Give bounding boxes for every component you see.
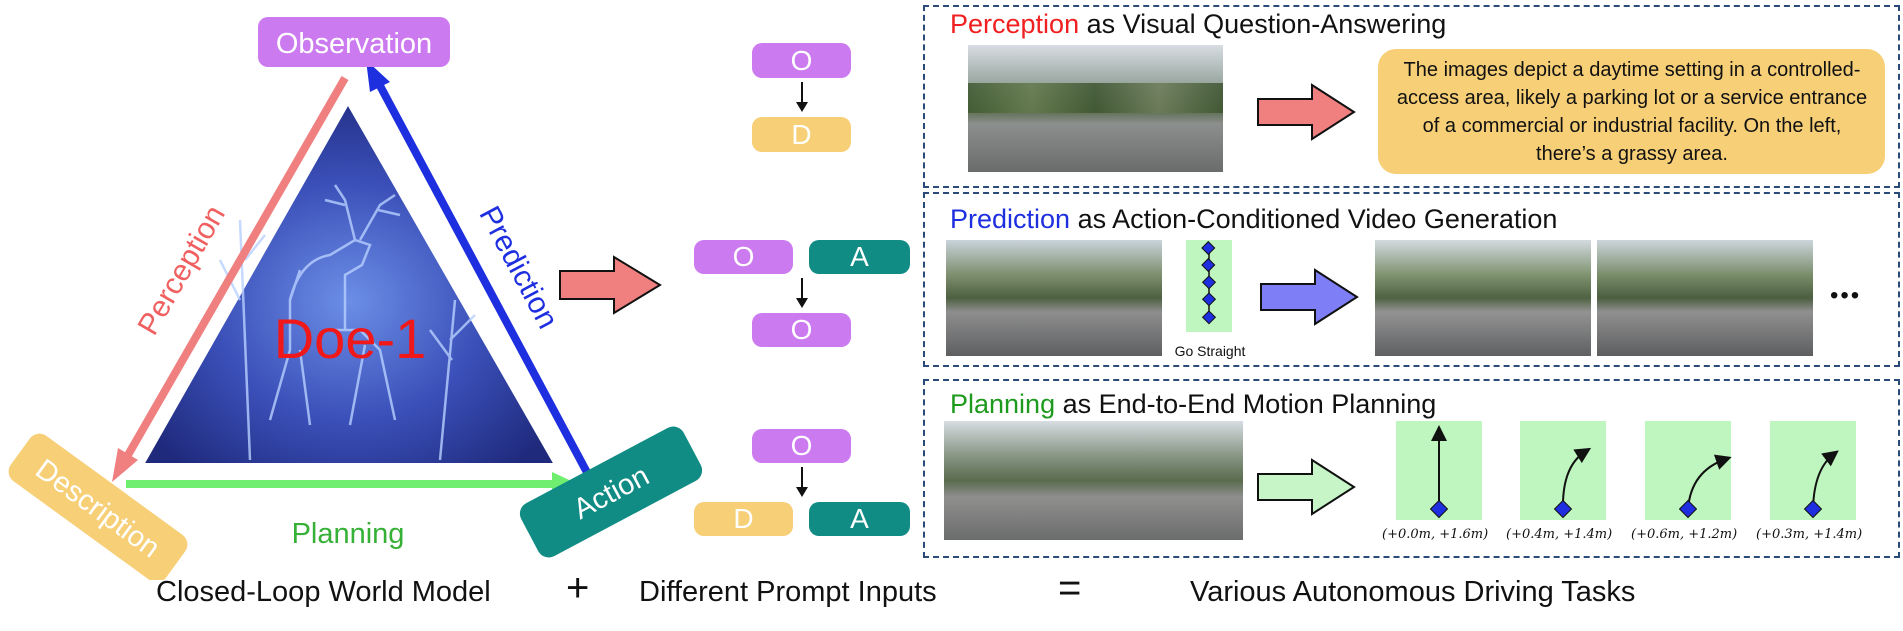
go-straight-trajectory — [1201, 240, 1217, 325]
deer-illustration — [218, 184, 476, 461]
perception-panel — [923, 5, 1900, 188]
perception-edge-arrow — [112, 76, 349, 482]
prediction-panel — [923, 192, 1900, 367]
perception-panel-title: Perception as Visual Question-Answering — [950, 9, 1446, 40]
planning-prompt-input-O: O — [752, 429, 851, 463]
planning-prompt-output-A: A — [809, 502, 910, 536]
perception-answer-text: The images depict a daytime setting in a… — [1396, 59, 1868, 165]
planning-prompt-arrow — [796, 467, 808, 497]
plus-sign: + — [566, 566, 590, 610]
prediction-prompt-output-O: O — [752, 313, 851, 347]
planning-prompt-output-D: D — [694, 502, 793, 536]
prediction-prompt-arrow — [796, 278, 808, 308]
prediction-edge-label: Prediction — [473, 201, 565, 334]
plan-coord-1: (+0.0m, +1.6m) — [1382, 527, 1489, 542]
prediction-title-highlight: Prediction — [950, 204, 1071, 234]
plan-trajectories — [1429, 425, 1839, 519]
plan-coord-2: (+0.4m, +1.4m) — [1506, 527, 1613, 542]
perception-answer-bubble — [1378, 49, 1885, 174]
predicted-frame-1 — [1375, 240, 1591, 356]
prediction-result-arrow — [1260, 268, 1359, 326]
model-to-prompts-arrow — [559, 255, 662, 315]
perception-title-highlight: Perception — [950, 9, 1080, 39]
perception-input-photo — [968, 45, 1223, 172]
perception-prompt-output-D: D — [752, 117, 851, 152]
planning-panel-title: Planning as End-to-End Motion Planning — [950, 389, 1436, 420]
world-model-diagram: Doe-1 Perception Prediction Planning Obs… — [8, 17, 703, 580]
planning-title-rest: as End-to-End Motion Planning — [1055, 389, 1437, 419]
perception-prompt-input-O: O — [752, 43, 851, 78]
observation-node-label: Observation — [276, 28, 432, 60]
action-label: Go Straight — [1174, 343, 1246, 359]
prediction-input-photo — [946, 240, 1162, 356]
prediction-title-rest: as Action-Conditioned Video Generation — [1070, 204, 1558, 234]
action-node-box — [519, 426, 703, 558]
plan-coord-3: (+0.6m, +1.2m) — [1631, 527, 1738, 542]
planning-title-highlight: Planning — [950, 389, 1056, 419]
perception-prompt-arrow — [796, 82, 808, 112]
planning-panel — [923, 379, 1900, 558]
doe-triangle-artwork — [134, 93, 564, 469]
prediction-prompt-input-A: A — [809, 240, 910, 274]
prompt-inputs-caption: Different Prompt Inputs — [639, 576, 937, 608]
prediction-edge-arrow — [366, 60, 594, 480]
more-frames-ellipsis: ••• — [1830, 282, 1862, 309]
plan-coord-4: (+0.3m, +1.4m) — [1756, 527, 1863, 542]
planning-input-photo — [944, 421, 1243, 540]
predicted-frame-2 — [1597, 240, 1813, 356]
planning-result-arrow — [1257, 458, 1356, 516]
prediction-panel-title: Prediction as Action-Conditioned Video G… — [950, 204, 1557, 235]
center-label: Doe-1 — [274, 307, 427, 370]
perception-result-arrow — [1257, 83, 1356, 141]
perception-title-rest: as Visual Question-Answering — [1079, 9, 1447, 39]
prediction-prompt-input-O: O — [694, 240, 793, 274]
closed-loop-caption: Closed-Loop World Model — [156, 576, 491, 608]
description-node-box — [8, 433, 188, 580]
planning-edge-arrow — [126, 472, 578, 496]
equals-sign: = — [1058, 566, 1082, 610]
driving-tasks-caption: Various Autonomous Driving Tasks — [1190, 576, 1636, 608]
perception-edge-label: Perception — [132, 200, 232, 341]
observation-node-box — [258, 17, 450, 67]
planning-edge-label: Planning — [292, 518, 405, 550]
